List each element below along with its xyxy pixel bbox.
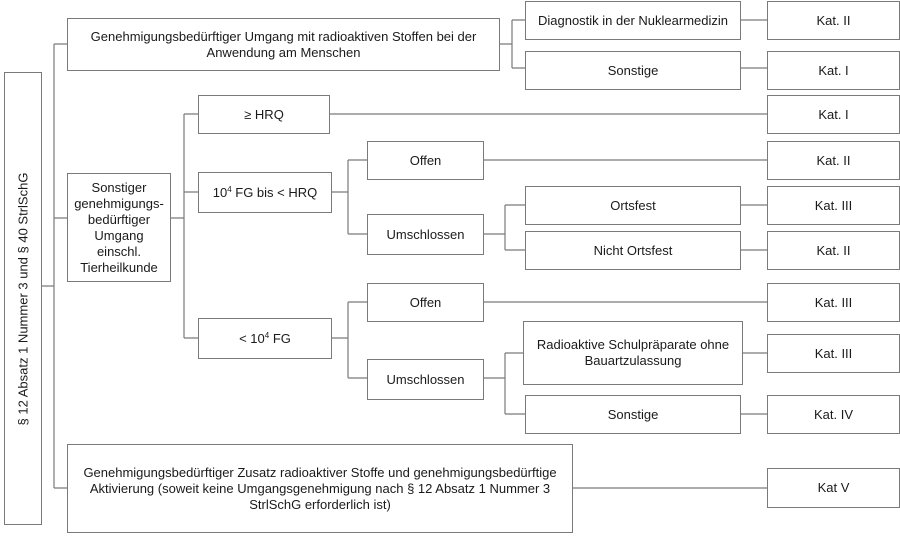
kat-diagnostik-box: Kat. II (767, 1, 900, 40)
kat-sonstige-low-label: Kat. IV (813, 406, 854, 422)
mid-prefix: 10 (212, 184, 228, 200)
kat-low-offen-label: Kat. III (814, 294, 853, 310)
medical-use-box: Genehmigungsbedürftiger Umgang mit radio… (67, 18, 500, 71)
diagnostik-box: Diagnostik in der Nuklearmedizin (525, 1, 741, 40)
sonstige-medical-box: Sonstige (525, 51, 741, 90)
kat-activation-box: Kat V (767, 468, 900, 508)
hrq-box: ≥ HRQ (198, 95, 330, 134)
low-prefix: < 10 (239, 330, 265, 346)
ortsfest-label: Ortsfest (610, 197, 656, 213)
diagnostik-label: Diagnostik in der Nuklearmedizin (537, 12, 729, 28)
schulpraeparate-box: Radioaktive Schulpräparate ohne Bauartzu… (523, 321, 743, 385)
low-umschlossen-box: Umschlossen (367, 359, 484, 400)
low-offen-label: Offen (409, 294, 442, 310)
ortsfest-box: Ortsfest (525, 186, 741, 225)
kat-schulpraeparate-label: Kat. III (814, 345, 853, 361)
kat-activation-label: Kat V (817, 480, 850, 495)
kat-diagnostik-label: Kat. II (816, 12, 851, 28)
kat-ortsfest-box: Kat. III (767, 186, 900, 225)
nicht-ortsfest-box: Nicht Ortsfest (525, 231, 741, 270)
mid-offen-label: Offen (409, 152, 442, 168)
low-exponent: 4 (264, 330, 270, 340)
other-use-box: Sonstiger genehmigungs-bedürftiger Umgan… (67, 173, 171, 282)
schulpraeparate-label: Radioaktive Schulpräparate ohne Bauartzu… (536, 337, 730, 368)
mid-activity-label: 104 FG bis < HRQ (213, 185, 318, 201)
low-umschlossen-label: Umschlossen (386, 371, 465, 387)
low-suffix: FG (269, 330, 291, 346)
other-use-label: Sonstiger genehmigungs-bedürftiger Umgan… (74, 179, 164, 275)
mid-activity-box: 104 FG bis < HRQ (198, 172, 332, 213)
kat-mid-offen-box: Kat. II (767, 141, 900, 180)
kat-low-offen-box: Kat. III (767, 283, 900, 322)
kat-mid-offen-label: Kat. II (816, 152, 851, 168)
medical-use-label: Genehmigungsbedürftiger Umgang mit radio… (90, 28, 477, 60)
low-activity-box: < 104 FG (198, 318, 332, 359)
legal-basis-box: § 12 Absatz 1 Nummer 3 und § 40 StrlSchG (4, 72, 42, 525)
kat-sonstige-medical-label: Kat. I (818, 62, 849, 78)
mid-umschlossen-box: Umschlossen (367, 214, 484, 255)
mid-exponent: 4 (227, 184, 232, 194)
kat-hrq-box: Kat. I (767, 95, 900, 134)
hrq-label: ≥ HRQ (244, 106, 284, 122)
mid-offen-box: Offen (367, 141, 484, 180)
kat-sonstige-medical-box: Kat. I (767, 51, 900, 90)
kat-nicht-ortsfest-box: Kat. II (767, 231, 900, 270)
sonstige-medical-label: Sonstige (607, 62, 659, 78)
kat-ortsfest-label: Kat. III (814, 197, 853, 213)
mid-umschlossen-label: Umschlossen (386, 226, 465, 242)
activation-label: Genehmigungsbedürftiger Zusatz radioakti… (83, 464, 557, 512)
legal-basis-label: § 12 Absatz 1 Nummer 3 und § 40 StrlSchG (15, 172, 31, 425)
kat-sonstige-low-box: Kat. IV (767, 395, 900, 434)
kat-nicht-ortsfest-label: Kat. II (816, 242, 851, 258)
nicht-ortsfest-label: Nicht Ortsfest (593, 242, 673, 258)
activation-box: Genehmigungsbedürftiger Zusatz radioakti… (67, 444, 573, 533)
mid-suffix: FG bis < HRQ (231, 184, 318, 200)
sonstige-low-label: Sonstige (607, 406, 659, 422)
kat-schulpraeparate-box: Kat. III (767, 334, 900, 373)
low-offen-box: Offen (367, 283, 484, 322)
low-activity-label: < 104 FG (239, 331, 291, 347)
kat-hrq-label: Kat. I (818, 106, 849, 122)
sonstige-low-box: Sonstige (525, 395, 741, 434)
